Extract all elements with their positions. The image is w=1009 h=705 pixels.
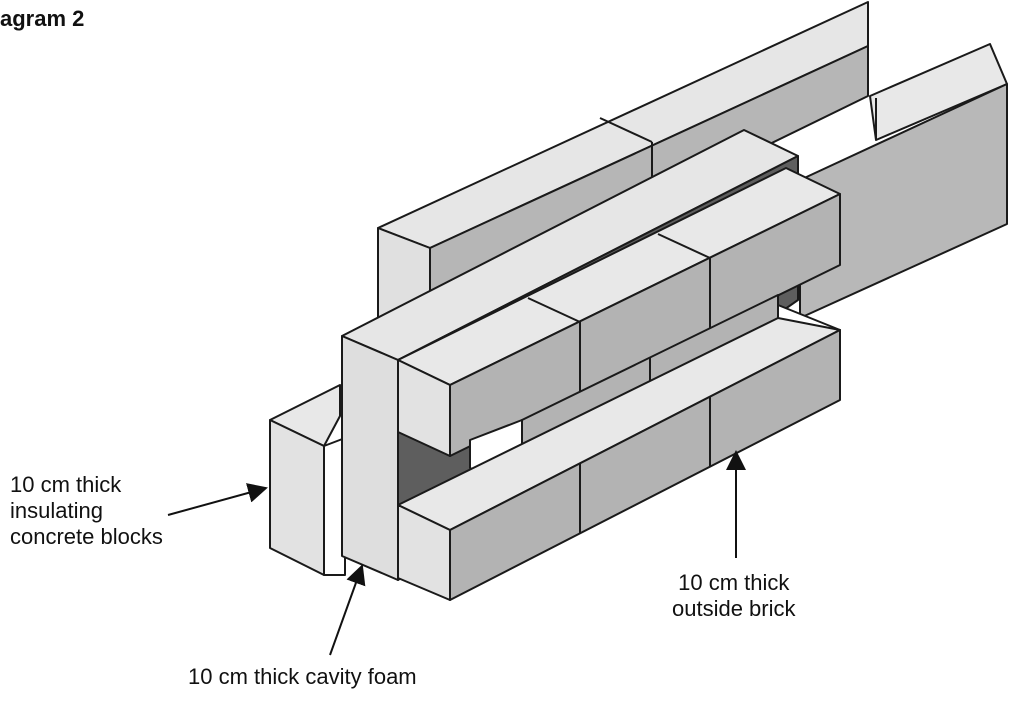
left-block-face: [269, 419, 325, 576]
brick-bottom-row-end: [397, 504, 451, 601]
foam-end: [341, 335, 399, 581]
foam-pointer: [329, 564, 366, 656]
label-cavity-foam: 10 cm thick cavity foam: [188, 664, 417, 689]
label-insulating-blocks: 10 cm thick insulating concrete blocks: [10, 472, 163, 549]
right-back-block: [799, 43, 1008, 319]
left-block-side: [323, 437, 346, 576]
brick-top-row-end: [397, 359, 451, 457]
left-back-block: [269, 384, 346, 576]
outside-brick-wall: [397, 167, 841, 601]
diagram-title: agram 2: [0, 6, 85, 31]
brick-joint: [527, 297, 581, 323]
blocks-pointer: [167, 483, 268, 516]
label-outside-brick: 10 cm thick outside brick: [672, 570, 796, 621]
back-block-joint-top: [599, 117, 653, 143]
brick-joint: [657, 233, 711, 259]
